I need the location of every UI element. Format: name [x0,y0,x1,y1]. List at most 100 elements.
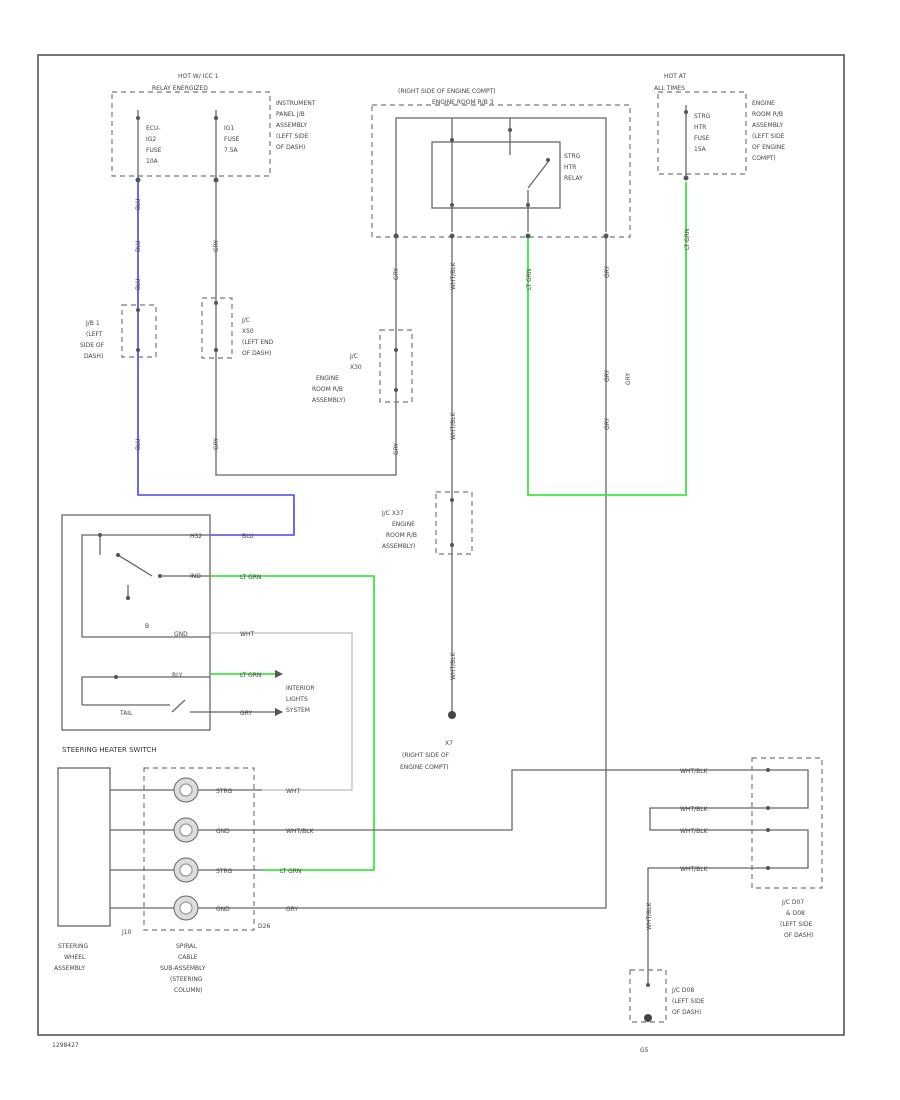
svg-text:SUB-ASSEMBLY: SUB-ASSEMBLY [160,965,206,972]
spiral-cable-box [143,767,255,931]
svg-text:J/C: J/C [349,353,358,360]
svg-text:J/C X37: J/C X37 [381,510,404,517]
svg-text:ASSEMBLY: ASSEMBLY [752,122,783,129]
svg-text:WHT/BLK: WHT/BLK [450,411,457,440]
spiral-coil-1 [173,777,199,803]
svg-text:SPIRAL: SPIRAL [176,943,197,950]
wire-wht-gnd [210,632,353,791]
svg-text:J/B 1: J/B 1 [85,320,100,327]
svg-text:ASSEMBLY: ASSEMBLY [276,122,307,129]
svg-text:WHT/BLK: WHT/BLK [680,828,709,835]
svg-text:GRY: GRY [213,240,220,252]
instrument-panel-jb-label: INSTRUMENT PANEL J/B ASSEMBLY (LEFT SIDE… [276,100,316,151]
engine-room-rb-label: ENGINE ROOM R/B ASSEMBLY (LEFT SIDE OF E… [752,100,785,162]
svg-text:FUSE: FUSE [224,136,240,143]
svg-text:FUSE: FUSE [694,135,710,142]
svg-text:SYSTEM: SYSTEM [286,707,310,714]
strg-htr-relay-box [431,141,561,209]
svg-text:LIGHTS: LIGHTS [286,696,308,703]
ground-x7 [448,711,456,719]
svg-text:STRG: STRG [564,153,581,160]
svg-text:GRY: GRY [625,373,632,385]
x7-label: X7 (RIGHT SIDE OF ENGINE COMPT) [400,740,453,771]
wire-lt-grn-ind [210,575,375,871]
svg-text:ASSEMBLY): ASSEMBLY) [382,543,415,550]
fuse-ig1: IG1 FUSE 7.5A [213,110,240,183]
svg-text:10A: 10A [146,158,159,165]
wire-lt-grn-relay [527,182,687,496]
svg-text:J/C: J/C [241,317,250,324]
svg-text:BLU: BLU [135,278,142,290]
svg-text:INSTRUMENT: INSTRUMENT [276,100,316,107]
svg-text:OF DASH): OF DASH) [672,1009,701,1016]
j-c-x30-connector [379,329,413,403]
svg-text:WHT/BLK: WHT/BLK [286,828,315,835]
svg-text:STEERING: STEERING [58,943,88,950]
svg-text:X7: X7 [445,740,453,747]
svg-text:GRY: GRY [213,438,220,450]
svg-text:(LEFT SIDE: (LEFT SIDE [276,133,309,140]
svg-text:OF DASH): OF DASH) [784,932,813,939]
svg-text:LT GRN: LT GRN [240,574,261,581]
svg-text:GRY: GRY [240,710,252,717]
svg-text:GRY: GRY [393,443,400,455]
svg-text:ENGINE COMPT): ENGINE COMPT) [400,764,449,771]
jb1-label: J/B 1 (LEFT SIDE OF DASH) [80,320,105,360]
engine-box-title-1: (RIGHT SIDE OF ENGINE COMPT) [398,88,496,95]
svg-text:OF DASH): OF DASH) [276,144,305,151]
svg-text:WHT/BLK: WHT/BLK [680,768,709,775]
svg-text:IG1: IG1 [224,125,234,132]
strg-htr-fuse-label: STRG HTR FUSE 15A [694,113,711,153]
svg-text:WHT: WHT [240,631,254,638]
spiral-coil-2 [173,817,199,843]
connector-j10: J10 [121,929,132,936]
j-c-x37-label: J/C X37 ENGINE ROOM R/B ASSEMBLY) [381,510,417,550]
svg-text:STRG: STRG [216,788,233,795]
svg-text:GRY: GRY [604,370,611,382]
spiral-coil-4 [173,895,199,921]
svg-text:LT GRN: LT GRN [280,868,301,875]
svg-text:(LEFT: (LEFT [86,331,103,338]
svg-text:ROOM R/B: ROOM R/B [386,532,417,539]
wire-blu [137,182,295,536]
ground-g5 [644,1014,652,1022]
svg-text:RLY: RLY [172,672,183,679]
j-c-x30-label: J/C X30 ENGINE ROOM R/B ASSEMBLY) [312,353,362,404]
svg-text:BLU: BLU [242,533,254,540]
svg-text:HTR: HTR [564,164,576,171]
svg-text:(LEFT SIDE: (LEFT SIDE [672,998,705,1005]
svg-text:GND: GND [216,906,230,913]
svg-text:ASSEMBLY): ASSEMBLY) [312,397,345,404]
svg-text:7.5A: 7.5A [224,147,239,154]
svg-text:GRY: GRY [393,268,400,280]
svg-text:ASSEMBLY: ASSEMBLY [54,965,85,972]
jc-d08-label: J/C D08 (LEFT SIDE OF DASH) [671,987,705,1016]
wire-wht-blk-spiral [262,769,768,831]
svg-text:(LEFT END: (LEFT END [242,339,274,346]
svg-text:WHT: WHT [286,788,300,795]
svg-text:STRG: STRG [694,113,711,120]
svg-text:BLU: BLU [135,438,142,450]
svg-text:WHT/BLK: WHT/BLK [450,651,457,680]
svg-text:OF ENGINE: OF ENGINE [752,144,785,151]
j-c-x50-label: J/C X50 (LEFT END OF DASH) [241,317,274,357]
svg-text:ECU-: ECU- [146,125,161,132]
fuse-group-label-2: RELAY ENERGIZED [152,85,208,92]
interior-lights-label: INTERIOR LIGHTS SYSTEM [286,685,315,714]
svg-text:LT GRN: LT GRN [684,229,691,250]
svg-text:(STEERING: (STEERING [170,976,203,983]
svg-text:WHT/BLK: WHT/BLK [680,866,709,873]
spiral-coil-3 [173,857,199,883]
fuse-ecu-ig2: ECU- IG2 FUSE 10A [135,110,162,183]
svg-text:FUSE: FUSE [146,147,162,154]
wire-gry-right [262,238,607,909]
ground-g5-label: G5 [640,1047,649,1054]
jc-d07-d08-connector [751,757,823,889]
steering-wheel-label: STEERING WHEEL ASSEMBLY [54,943,88,972]
svg-text:COLUMN): COLUMN) [174,987,202,994]
svg-text:BLU: BLU [135,240,142,252]
svg-text:& D08: & D08 [786,910,805,917]
hot-at-fuse-box [657,91,747,175]
svg-text:ENGINE: ENGINE [392,521,415,528]
